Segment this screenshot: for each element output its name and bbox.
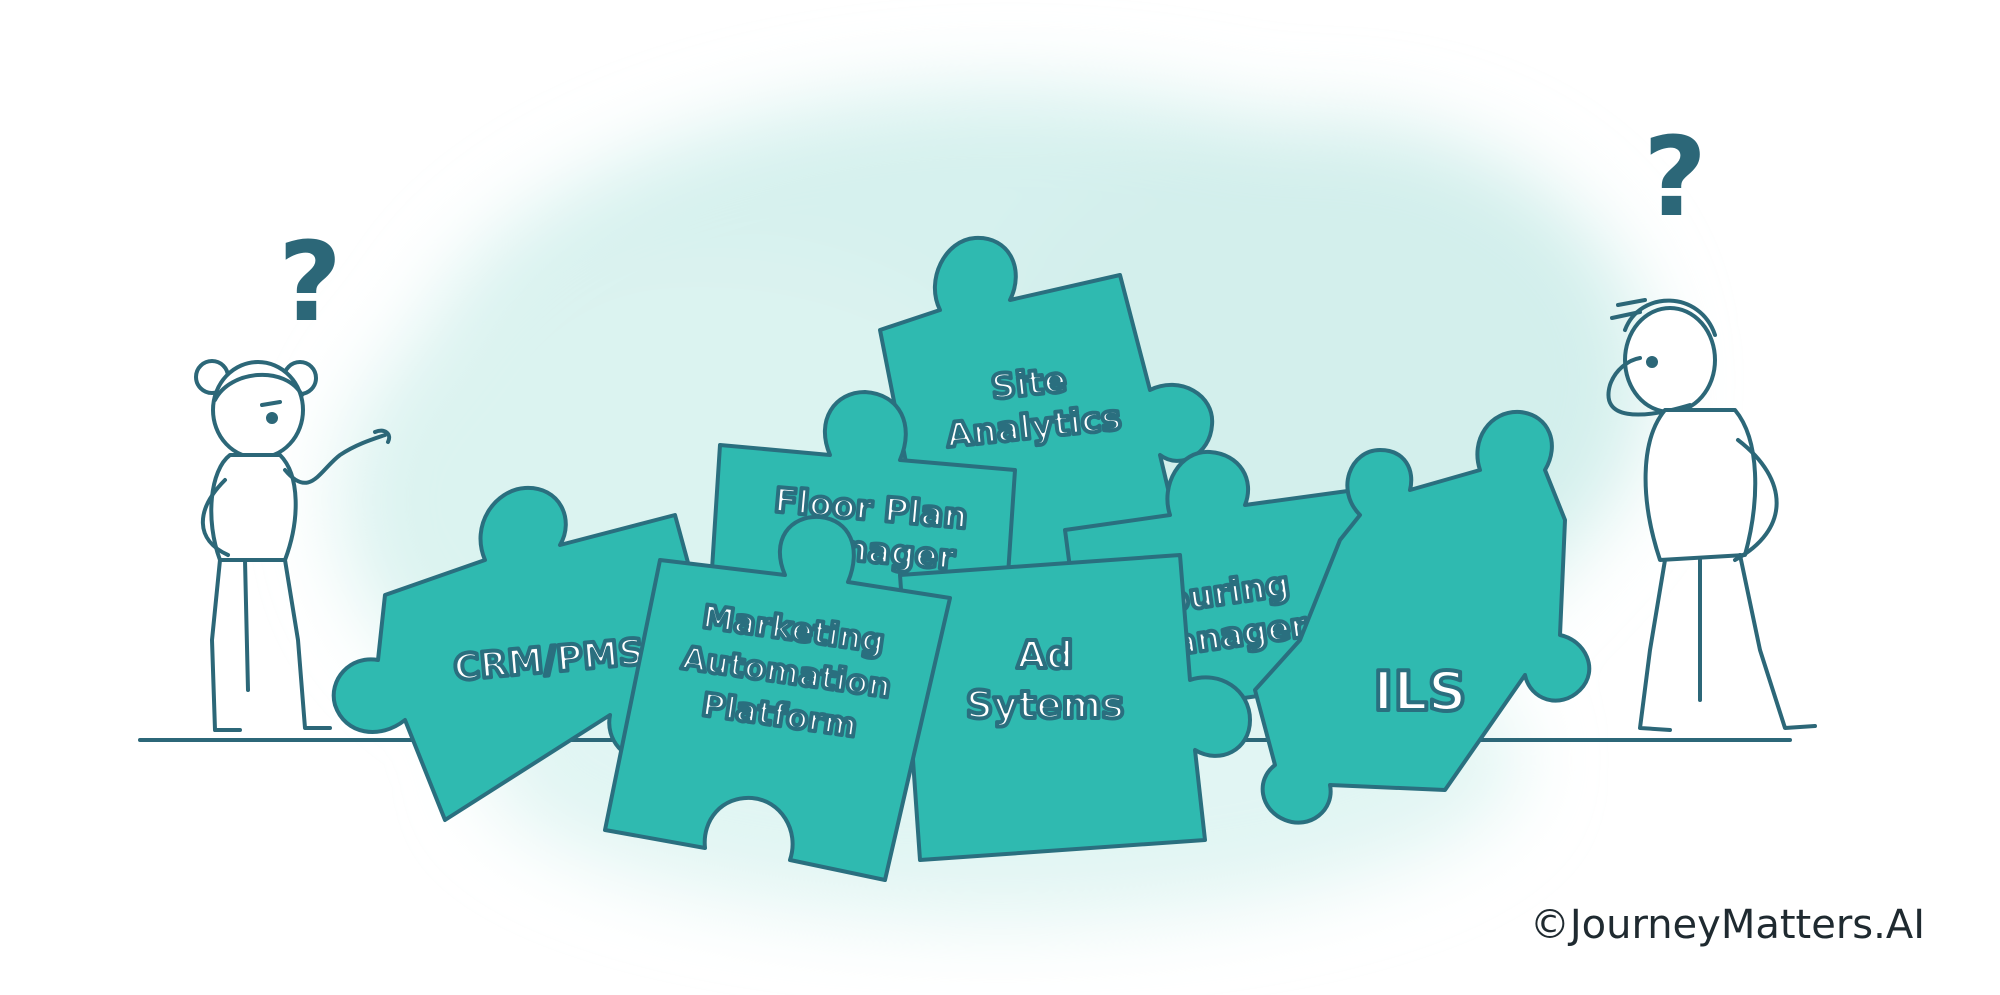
copyright-text: ©JourneyMatters.AI	[1530, 902, 1925, 948]
ad-line1: Ad	[1017, 633, 1074, 677]
left-question-mark: ?	[278, 218, 342, 346]
left-person: ?	[194, 218, 392, 732]
ad-line2: Sytems	[966, 683, 1124, 727]
ils-line1: ILS	[1373, 660, 1466, 723]
puzzle-pieces: Site Analytics Floor Plan Manager Tourin…	[331, 235, 1592, 882]
right-person: ?	[1606, 113, 1817, 732]
right-question-mark: ?	[1643, 113, 1707, 241]
site-analytics-line1: Site	[989, 360, 1068, 408]
piece-marketing: Marketing Automation Platform	[603, 514, 952, 882]
piece-ils: ILS	[1253, 409, 1592, 825]
piece-ad-systems: Ad Sytems	[898, 553, 1252, 862]
